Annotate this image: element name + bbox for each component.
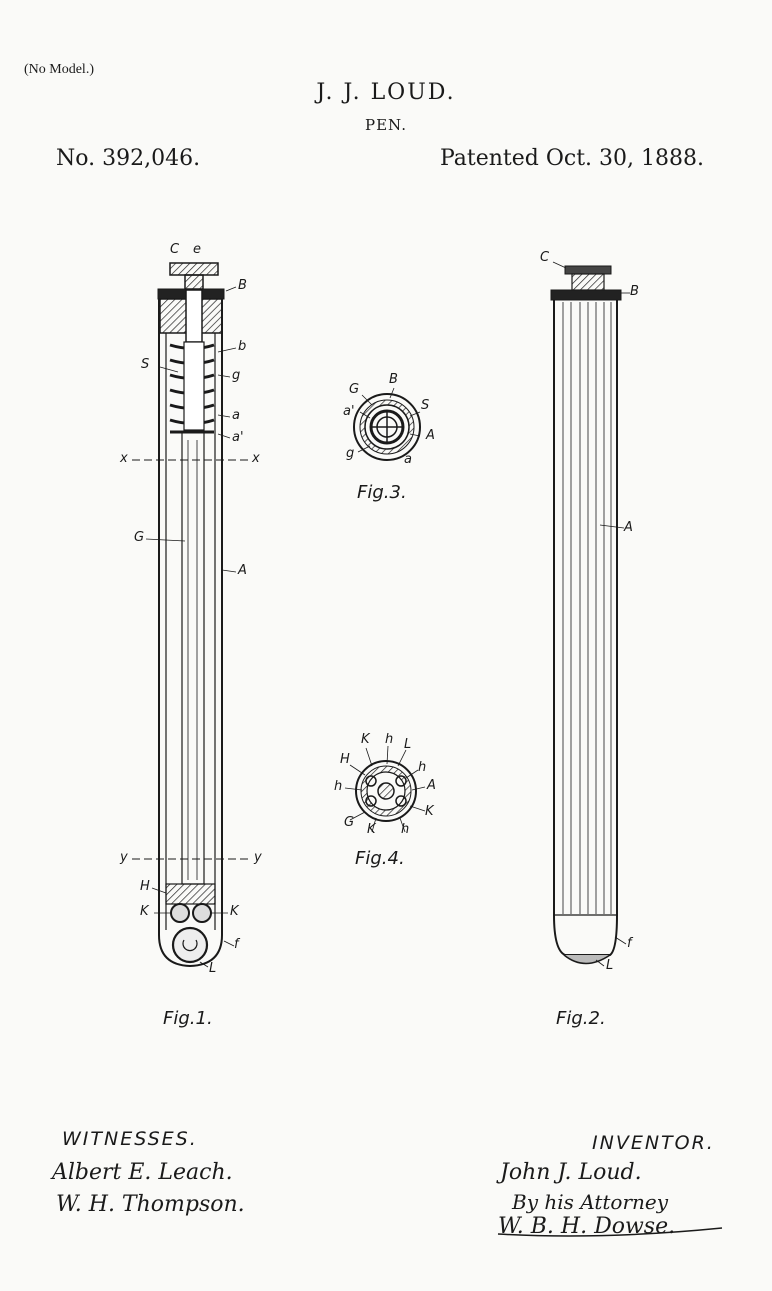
witness-signature-1: Albert E. Leach. <box>52 1160 233 1185</box>
fig1-label-x-right: x <box>252 451 260 466</box>
fig2-label-B: B <box>630 284 639 299</box>
fig3-label-g: g <box>346 446 355 461</box>
fig4-label-K-bottom: K <box>367 822 376 837</box>
fig4-label-h-right: h <box>418 760 427 775</box>
fig1-ink-tube <box>181 431 205 885</box>
fig1-label-K-left: K <box>140 904 149 919</box>
fig2-caption: Fig.2. <box>556 1008 606 1029</box>
fig4-label-H: H <box>340 752 350 767</box>
fig1-label-C: C <box>170 242 180 257</box>
fig1-label-f: f <box>234 937 239 952</box>
fig1-drawing <box>132 262 252 968</box>
patent-number: No. 392,046. <box>56 146 201 171</box>
fig1-label-H: H <box>140 879 150 894</box>
fig2-plug <box>550 289 622 301</box>
attorney-signature: W. B. H. Dowse. <box>498 1214 676 1239</box>
fig1-label-G: G <box>134 530 145 545</box>
fig1-label-a: a <box>232 408 240 423</box>
fig4-label-h-top: h <box>385 732 394 747</box>
fig1-label-g: g <box>232 368 241 383</box>
patent-title: PEN. <box>365 116 407 134</box>
fig2-label-C: C <box>540 250 550 265</box>
fig4-label-K-top: K <box>361 732 370 747</box>
inventor-heading: J. J. LOUD. <box>316 80 456 105</box>
fig3-label-a: a <box>404 452 412 467</box>
fig3-label-A: A <box>426 428 435 443</box>
fig1-label-K-right: K <box>230 904 239 919</box>
inventor-signature: John J. Loud. <box>500 1160 642 1185</box>
fig1-label-S: S <box>141 357 150 372</box>
fig2-drawing <box>550 261 630 967</box>
fig2-label-f: f <box>627 936 632 951</box>
fig1-caption: Fig.1. <box>163 1008 213 1029</box>
fig1-cap <box>169 262 219 276</box>
fig1-label-b: b <box>238 339 247 354</box>
fig2-label-L: L <box>606 958 614 973</box>
fig3-caption: Fig.3. <box>357 482 407 503</box>
fig1-label-L: L <box>209 961 217 976</box>
fig3-drawing <box>353 387 421 461</box>
fig4-label-G: G <box>344 815 355 830</box>
signature-flourish <box>497 1227 723 1237</box>
fig4-label-A: A <box>427 778 436 793</box>
fig4-label-L: L <box>404 737 412 752</box>
patent-date: Patented Oct. 30, 1888. <box>439 146 704 171</box>
inventor-block-heading: INVENTOR. <box>592 1132 715 1154</box>
fig3-label-B: B <box>389 372 398 387</box>
witnesses-heading: WITNESSES. <box>62 1128 198 1150</box>
fig2-cap <box>564 265 612 275</box>
fig1-plunger <box>185 289 203 343</box>
fig1-cap-stem <box>184 274 204 290</box>
fig1-label-A: A <box>238 563 247 578</box>
fig2-label-A: A <box>624 520 633 535</box>
fig3-label-a-prime: a' <box>343 404 355 419</box>
no-model-note: (No Model.) <box>24 62 94 77</box>
fig2-barrel <box>553 300 618 956</box>
fig1-label-y-right: y <box>254 850 262 865</box>
fig1-label-y-left: y <box>120 850 128 865</box>
fig1-label-a-prime: a' <box>232 430 244 445</box>
fig4-label-h-bottom: h <box>401 822 410 837</box>
fig1-barrel <box>158 299 223 968</box>
fig4-label-h-left: h <box>334 779 343 794</box>
fig2-ball <box>563 954 611 965</box>
fig4-label-K-right: K <box>425 804 434 819</box>
fig4-drawing <box>344 745 426 833</box>
fig1-label-B: B <box>238 278 247 293</box>
attorney-by-line: By his Attorney <box>512 1190 669 1214</box>
fig3-label-G: G <box>349 382 360 397</box>
fig1-label-e: e <box>193 242 201 257</box>
fig3-label-S: S <box>421 398 430 413</box>
fig1-ball <box>171 926 209 964</box>
fig4-caption: Fig.4. <box>355 848 405 869</box>
fig1-label-x-left: x <box>120 451 128 466</box>
witness-signature-2: W. H. Thompson. <box>56 1192 245 1217</box>
